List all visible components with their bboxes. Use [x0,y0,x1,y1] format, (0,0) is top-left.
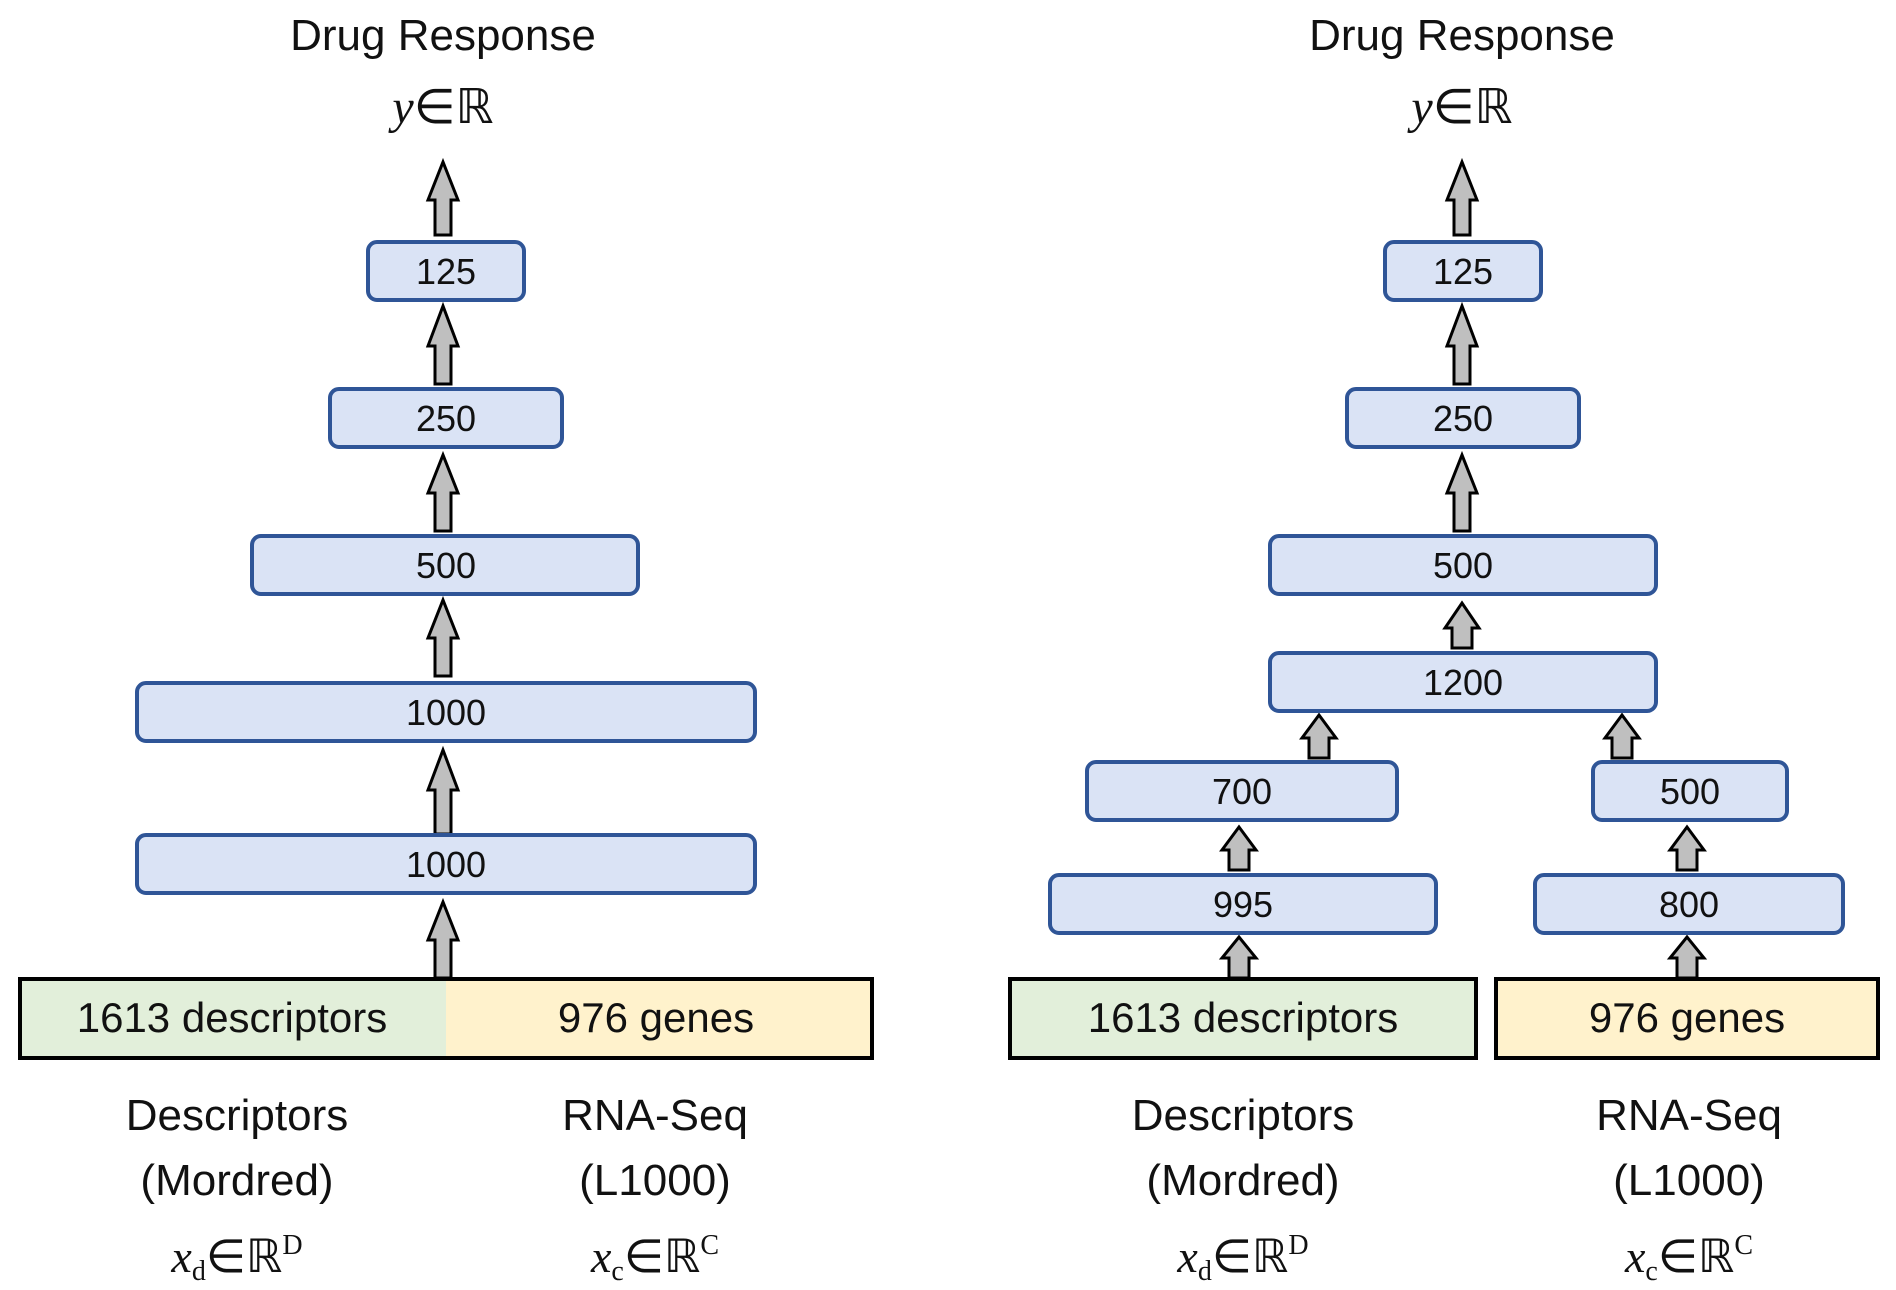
dense-layer [135,681,757,743]
dense-layer [1383,240,1543,302]
right-arrows [1218,157,1708,980]
up-arrow-icon [425,450,461,533]
left-layers: 125 250 500 1000 1000 [135,240,757,895]
rnaseq-caption: RNA-Seq [1596,1091,1782,1140]
genes-input [446,979,872,1058]
up-arrow-icon [1442,600,1482,650]
dense-layer [1268,534,1658,596]
l1000-caption: (L1000) [1613,1156,1765,1205]
left-input-row: 1613 descriptors 976 genes [18,977,874,1060]
xc-symbol: xc∈ℝC [590,1230,719,1287]
rnaseq-caption: RNA-Seq [562,1091,748,1140]
xd-symbol: xd∈ℝD [170,1230,302,1287]
right-gene-branch: 500 800 [1533,760,1845,935]
genes-input-label: 976 genes [558,994,754,1041]
up-arrow-icon [1444,157,1480,237]
up-arrow-icon [1444,450,1480,533]
mordred-caption: (Mordred) [140,1156,333,1205]
input-border [18,977,874,1060]
up-arrow-icon [425,745,461,836]
up-arrow-icon [425,157,461,237]
l1000-caption: (L1000) [579,1156,731,1205]
descriptors-caption: Descriptors [126,1091,349,1140]
right-shared-layers: 125 250 500 1200 [1268,240,1658,713]
right-panel: Drug Response y∈ℝ 125 250 500 1200 [1008,11,1880,1287]
up-arrow-icon [425,897,461,980]
up-arrow-icon [1219,824,1259,872]
descriptors-input [1008,977,1478,1060]
left-output-symbol: y∈ℝ [387,81,493,134]
dense-layer [1591,760,1789,822]
up-arrow-icon [1218,934,1260,980]
layer-size: 250 [1433,398,1493,439]
xc-symbol: xc∈ℝC [1624,1230,1753,1287]
layer-size: 125 [1433,251,1493,292]
layer-size: 500 [1433,545,1493,586]
up-arrow-icon [1667,824,1707,872]
up-arrow-icon [425,301,461,386]
descriptors-input-label: 1613 descriptors [77,994,388,1041]
dense-layer [1533,873,1845,935]
dense-layer [366,240,526,302]
mordred-caption: (Mordred) [1146,1156,1339,1205]
left-captions: Descriptors (Mordred) RNA-Seq (L1000) xd… [126,1091,748,1287]
layer-size: 125 [416,251,476,292]
right-title: Drug Response [1309,11,1615,60]
descriptors-input-label: 1613 descriptors [1088,994,1399,1041]
dense-layer [1345,387,1581,449]
layer-size: 250 [416,398,476,439]
xd-symbol: xd∈ℝD [1176,1230,1308,1287]
dense-layer [328,387,564,449]
descriptors-caption: Descriptors [1132,1091,1355,1140]
descriptors-input [20,979,446,1058]
dense-layer [135,833,757,895]
up-arrow-icon [1602,712,1642,760]
genes-input-label: 976 genes [1589,994,1785,1041]
genes-input [1494,977,1880,1060]
layer-size: 1000 [406,692,486,733]
up-arrow-icon [1299,712,1339,760]
layer-size: 500 [1660,771,1720,812]
left-panel: Drug Response y∈ℝ 125 250 500 1000 1000 [18,11,874,1287]
right-input-row: 1613 descriptors 976 genes [1008,977,1880,1060]
layer-size: 800 [1659,884,1719,925]
dense-layer [1048,873,1438,935]
up-arrow-icon [425,595,461,678]
dense-layer [1268,651,1658,713]
layer-size: 995 [1213,884,1273,925]
up-arrow-icon [1444,301,1480,386]
layer-size: 500 [416,545,476,586]
layer-size: 1000 [406,844,486,885]
right-captions: Descriptors (Mordred) RNA-Seq (L1000) xd… [1132,1091,1782,1287]
dense-layer [250,534,640,596]
right-descriptor-branch: 700 995 [1048,760,1438,935]
dense-layer [1085,760,1399,822]
up-arrow-icon [1666,934,1708,980]
layer-size: 700 [1212,771,1272,812]
right-output-symbol: y∈ℝ [1406,81,1512,134]
left-arrows [425,157,461,980]
left-title: Drug Response [290,11,596,60]
layer-size: 1200 [1423,662,1503,703]
